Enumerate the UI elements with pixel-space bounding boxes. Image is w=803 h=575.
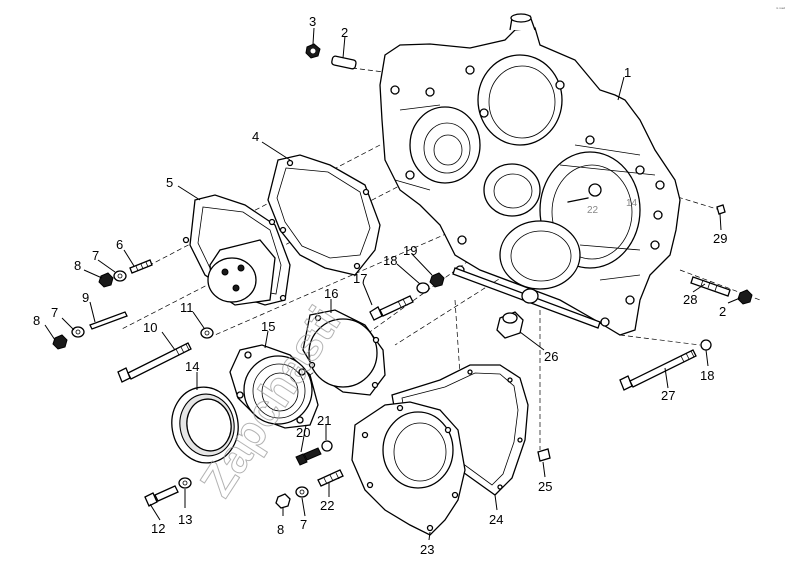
- bolt-12: [144, 485, 179, 507]
- callout-labels: 1 2 2 3 4 5 6 7 7 7 8 8 8 9 10 11 12 13 …: [33, 14, 727, 557]
- callout-24: 24: [489, 512, 503, 527]
- callout-9: 9: [82, 290, 89, 305]
- pump-cover-plate: [182, 194, 291, 306]
- callout-26: 26: [544, 349, 558, 364]
- callout-28: 28: [683, 292, 697, 307]
- callout-21: 21: [317, 413, 331, 428]
- stud-28: [690, 276, 731, 297]
- gasket-hexagonal: [267, 154, 381, 276]
- callout-22: 22: [320, 498, 334, 513]
- pin-9: [89, 311, 128, 330]
- timing-gear-housing: 22 14: [379, 13, 681, 336]
- callout-4: 4: [252, 129, 259, 144]
- callout-13: 13: [178, 512, 192, 527]
- oil-seal: [171, 386, 239, 464]
- callout-27: 27: [661, 388, 675, 403]
- stud-6: [129, 259, 153, 274]
- callout-10: 10: [143, 320, 157, 335]
- callout-19: 19: [403, 243, 417, 258]
- seal-housing: [229, 344, 319, 429]
- plug-26: [496, 311, 524, 339]
- callout-8c: 8: [277, 522, 284, 537]
- washer-7c: [295, 486, 309, 498]
- leader-lines: [44, 27, 741, 541]
- callout-2-top: 2: [341, 25, 348, 40]
- washer-7b: [71, 326, 85, 338]
- callout-5: 5: [166, 175, 173, 190]
- callout-12: 12: [151, 521, 165, 536]
- bolt-27: [619, 349, 697, 391]
- callout-3: 3: [309, 14, 316, 29]
- gasket-23: [351, 401, 466, 536]
- callout-6: 6: [116, 237, 123, 252]
- callout-8b: 8: [33, 313, 40, 328]
- bolt-10: [117, 342, 192, 383]
- callout-8a: 8: [74, 258, 81, 273]
- bolt-20: [295, 447, 322, 466]
- callout-14: 14: [185, 359, 199, 374]
- callout-16: 16: [324, 286, 338, 301]
- washer-7a: [113, 270, 127, 282]
- washer-13: [178, 477, 192, 489]
- callout-29: 29: [713, 231, 727, 246]
- nut-8a: [98, 272, 114, 288]
- callout-7c: 7: [300, 517, 307, 532]
- callout-7a: 7: [92, 248, 99, 263]
- gasket-16: [302, 309, 386, 396]
- callout-17: 17: [353, 271, 367, 286]
- callout-1: 1: [624, 65, 631, 80]
- callout-23: 23: [420, 542, 434, 557]
- stud-top: [331, 55, 357, 70]
- washer-11: [200, 327, 214, 339]
- callout-15: 15: [261, 319, 275, 334]
- callout-18a: 18: [383, 253, 397, 268]
- callout-25: 25: [538, 479, 552, 494]
- nut-8b: [52, 334, 68, 350]
- washer-18a: [416, 282, 430, 294]
- nut-top: [305, 43, 321, 59]
- nut-19: [429, 272, 445, 288]
- inner-label-14: 14: [626, 198, 638, 209]
- bolt-17: [369, 295, 414, 321]
- pin-25: [537, 448, 551, 462]
- pin-29: [716, 204, 726, 215]
- callout-7b: 7: [51, 305, 58, 320]
- washer-18b: [700, 339, 712, 351]
- nut-8c: [275, 493, 291, 509]
- support-bar: [452, 267, 601, 329]
- callout-11: 11: [180, 300, 194, 315]
- nut-2-right: [737, 289, 753, 305]
- corner-mark: ᵐ ʳᵉᵉᵈ: [776, 6, 785, 11]
- inner-label-22: 22: [587, 205, 599, 216]
- callout-18b: 18: [700, 368, 714, 383]
- stud-22: [317, 469, 344, 487]
- callout-2-right: 2: [719, 304, 726, 319]
- callout-20: 20: [296, 425, 310, 440]
- washer-21: [321, 440, 333, 452]
